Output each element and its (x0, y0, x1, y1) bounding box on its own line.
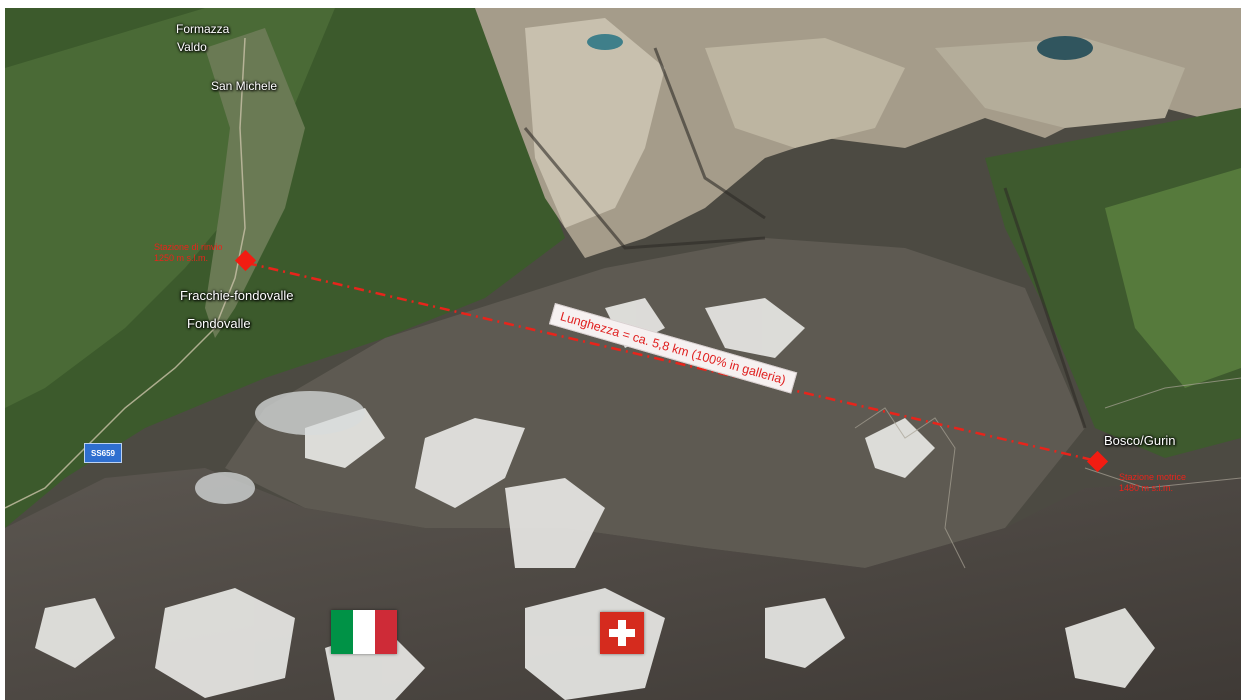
route-line (246, 261, 1098, 463)
place-label-formazza[interactable]: Formazza (176, 22, 230, 36)
station-right-label: Stazione motrice 1480 m s.l.m. (1119, 472, 1186, 494)
place-label-san-michele[interactable]: San Michele (211, 79, 278, 93)
terrain-imagery (5, 8, 1241, 700)
switzerland-flag-icon (600, 612, 644, 654)
place-label-valdo[interactable]: Valdo (177, 40, 207, 54)
italy-flag-icon (331, 610, 397, 654)
station-left-altitude: 1250 m s.l.m. (154, 253, 209, 263)
place-label-fondovalle[interactable]: Fondovalle (187, 316, 251, 331)
place-label-fracchie-fondovalle[interactable]: Fracchie-fondovalle (180, 288, 294, 303)
station-left-name: Stazione di rinvio (154, 242, 223, 252)
road-badge-ss659[interactable]: SS659 (84, 443, 122, 463)
place-label-bosco-gurin[interactable]: Bosco/Gurin (1104, 433, 1176, 448)
station-right-altitude: 1480 m s.l.m. (1119, 483, 1174, 493)
station-left-label: Stazione di rinvio 1250 m s.l.m. (154, 242, 223, 264)
satellite-map[interactable] (5, 8, 1241, 700)
station-right-name: Stazione motrice (1119, 472, 1187, 482)
